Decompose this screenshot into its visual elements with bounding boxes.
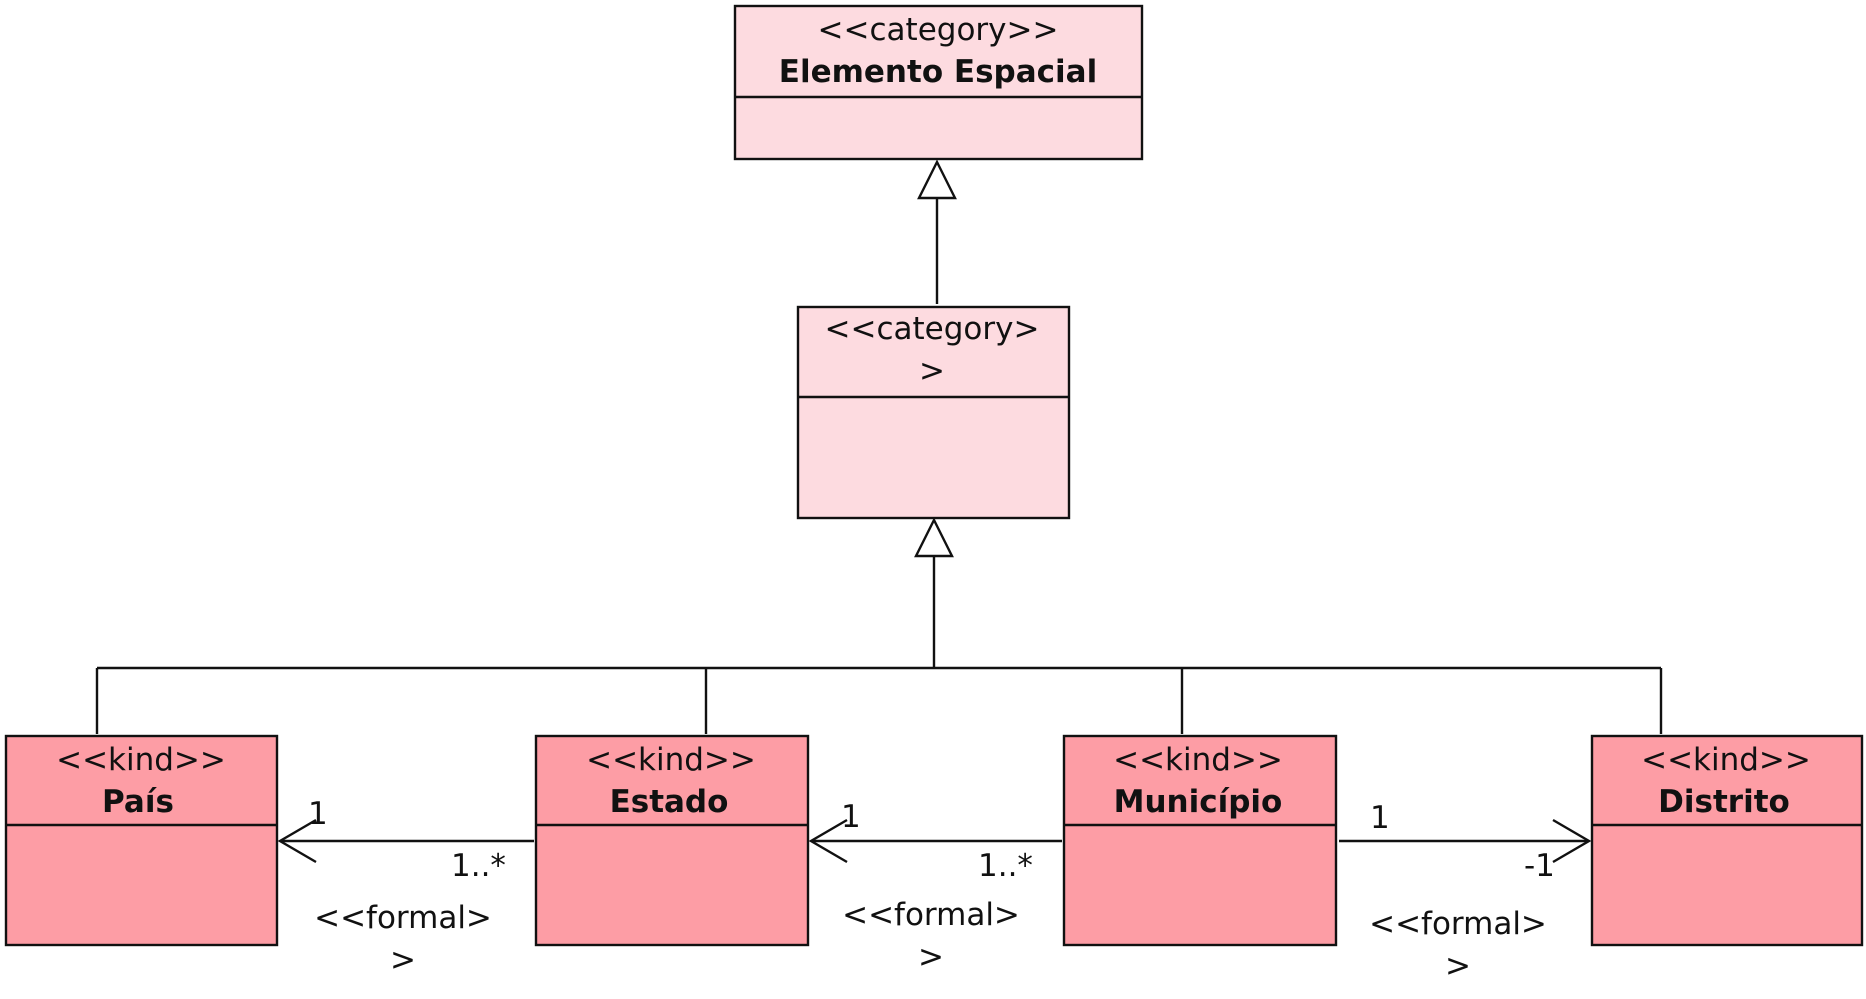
class-stereotype-continuation: > <box>919 353 945 389</box>
class-estado[interactable]: <<kind>> Estado <box>534 734 810 947</box>
association-municipio-distrito[interactable]: 1 -1 <<formal> > <box>1339 800 1592 984</box>
class-pais[interactable]: <<kind>> País <box>4 734 279 947</box>
class-name: País <box>102 784 174 820</box>
generalization-arrow-top <box>917 159 957 200</box>
multiplicity-source: 1 <box>1370 800 1390 836</box>
class-stereotype: <<category> <box>825 311 1040 347</box>
class-name: Elemento Espacial <box>779 54 1097 90</box>
association-stereotype-continuation: > <box>390 942 416 978</box>
association-stereotype-continuation: > <box>1445 948 1471 984</box>
class-stereotype: <<kind>> <box>1113 742 1283 778</box>
class-stereotype: <<category>> <box>818 12 1059 48</box>
class-name: Distrito <box>1658 784 1790 820</box>
association-estado-pais[interactable]: 1 1..* <<formal> > <box>277 796 534 978</box>
generalization-arrow-bottom <box>914 517 954 558</box>
class-municipio[interactable]: <<kind>> Município <box>1062 734 1338 947</box>
open-arrow-head <box>277 818 317 864</box>
open-arrow-head <box>1552 818 1592 864</box>
multiplicity-target: 1 <box>308 796 328 832</box>
multiplicity-source: 1..* <box>978 848 1033 884</box>
association-stereotype-continuation: > <box>918 939 944 975</box>
class-elemento-espacial[interactable]: <<category>> Elemento Espacial <box>733 4 1144 161</box>
open-arrow-head <box>808 818 848 864</box>
class-intermediate-category[interactable]: <<category> > <box>796 305 1071 520</box>
class-stereotype: <<kind>> <box>56 742 226 778</box>
association-stereotype: <<formal> <box>842 897 1020 933</box>
association-stereotype: <<formal> <box>1369 906 1547 942</box>
class-stereotype: <<kind>> <box>586 742 756 778</box>
association-municipio-estado[interactable]: 1 1..* <<formal> > <box>808 799 1062 975</box>
class-stereotype: <<kind>> <box>1641 742 1811 778</box>
multiplicity-target: 1 <box>841 799 861 835</box>
class-name: Estado <box>610 784 729 820</box>
multiplicity-target: -1 <box>1524 848 1555 884</box>
class-distrito[interactable]: <<kind>> Distrito <box>1590 734 1864 947</box>
class-name: Município <box>1114 784 1283 820</box>
multiplicity-source: 1..* <box>451 848 506 884</box>
association-stereotype: <<formal> <box>314 900 492 936</box>
